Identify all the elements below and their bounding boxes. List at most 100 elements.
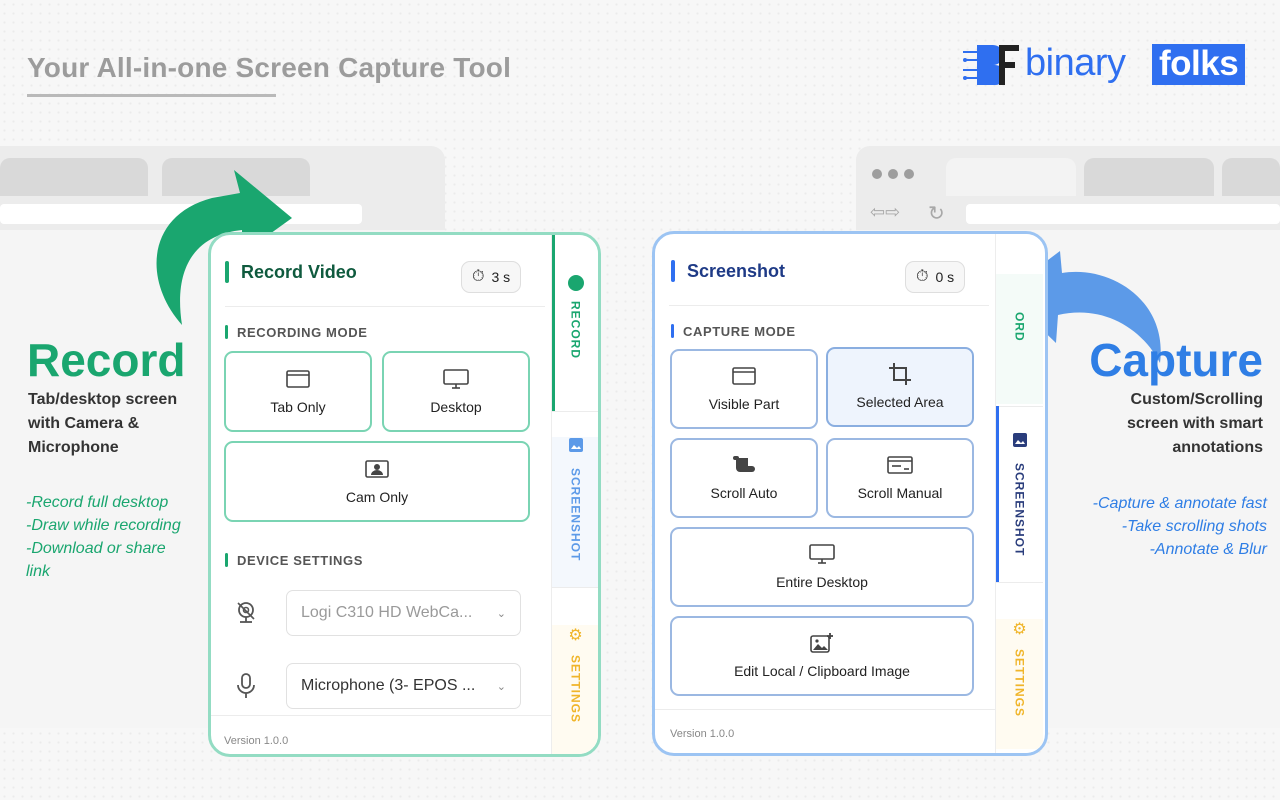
camera-select-value: Logi C310 HD WebCa... <box>301 604 473 621</box>
divider <box>996 406 1043 407</box>
capture-features-list: -Capture & annotate fast -Take scrolling… <box>1093 492 1267 561</box>
tab-label: ORD <box>1012 312 1027 342</box>
tab-screenshot[interactable]: SCREENSHOT <box>552 437 598 587</box>
tab-label: SETTINGS <box>568 655 583 724</box>
logo-text-folks: folks <box>1152 44 1246 85</box>
tab-screenshot[interactable]: SCREENSHOT <box>996 432 1043 582</box>
camera-select[interactable]: Logi C310 HD WebCa... ⌄ <box>286 590 521 636</box>
image-icon <box>568 437 584 458</box>
mode-label: Desktop <box>430 398 482 415</box>
tab-settings[interactable]: ⚙ SETTINGS <box>552 625 598 754</box>
tab-settings[interactable]: ⚙ SETTINGS <box>996 619 1043 749</box>
tab-record[interactable]: ORD <box>996 274 1043 404</box>
recording-mode-label: RECORDING MODE <box>237 325 368 340</box>
stopwatch-icon: ⏱ <box>916 268 929 285</box>
mode-label: Edit Local / Clipboard Image <box>734 663 910 679</box>
feature-item: link <box>26 563 51 580</box>
timer-button[interactable]: ⏱ 3 s <box>461 261 522 293</box>
version-label: Version 1.0.0 <box>670 728 735 740</box>
microphone-select-value: Microphone (3- EPOS ... <box>301 677 476 694</box>
browser-tab <box>1084 158 1214 196</box>
tab-record[interactable]: RECORD <box>552 275 598 405</box>
logo-text-binary: binary <box>1025 42 1126 84</box>
mode-label: Visible Part <box>708 396 780 412</box>
scroll-auto-button[interactable]: Scroll Auto <box>670 438 818 518</box>
section-accent <box>225 325 228 339</box>
panel-title: Record Video <box>241 262 357 282</box>
divider <box>211 715 551 716</box>
record-heading: Record <box>27 334 186 386</box>
cam-only-button[interactable]: Cam Only <box>224 441 530 522</box>
active-tab-indicator <box>996 406 999 582</box>
record-dot-icon <box>567 275 584 291</box>
timer-button[interactable]: ⏱ 0 s <box>905 261 966 293</box>
subtitle-line: annotations <box>1172 439 1263 456</box>
mode-label: Scroll Auto <box>710 485 778 501</box>
gear-icon: ⚙ <box>1012 621 1027 638</box>
entire-desktop-button[interactable]: Entire Desktop <box>670 527 974 607</box>
panel-tab-strip: RECORD SCREENSHOT ⚙ SETTINGS <box>551 235 598 754</box>
subtitle-line: Tab/desktop screen <box>28 391 178 408</box>
title-underline <box>27 94 276 97</box>
timer-value: 3 s <box>491 269 511 285</box>
selected-area-button[interactable]: Selected Area <box>826 347 974 427</box>
microphone-select[interactable]: Microphone (3- EPOS ... ⌄ <box>286 663 521 709</box>
timer-value: 0 s <box>935 269 955 285</box>
mode-label: Tab Only <box>270 398 326 415</box>
divider <box>669 305 989 306</box>
feature-item: -Take scrolling shots <box>1121 518 1267 535</box>
title-accent <box>225 261 229 283</box>
subtitle-line: Custom/Scrolling <box>1130 391 1263 408</box>
scroll-icon <box>731 455 757 475</box>
subtitle-line: with Camera & <box>28 415 140 432</box>
panel-title: Screenshot <box>687 261 786 281</box>
image-icon <box>1012 432 1028 453</box>
mode-label: Selected Area <box>856 394 944 410</box>
active-tab-indicator <box>552 235 555 411</box>
visible-part-button[interactable]: Visible Part <box>670 349 818 429</box>
mode-label: Entire Desktop <box>776 574 868 590</box>
device-settings-label: DEVICE SETTINGS <box>237 553 364 568</box>
chevron-down-icon: ⌄ <box>496 680 506 693</box>
divider <box>996 582 1043 583</box>
title-accent <box>671 260 675 282</box>
feature-item: -Annotate & Blur <box>1149 541 1267 558</box>
divider <box>225 306 545 307</box>
back-forward-icon: ⇦⇨ <box>870 202 901 222</box>
gear-icon: ⚙ <box>568 627 583 644</box>
tab-label: SCREENSHOT <box>568 468 583 562</box>
bf-logo-icon <box>963 45 1019 85</box>
image-add-icon <box>809 633 835 653</box>
browser-tab-icon <box>731 366 757 386</box>
window-dot-icon <box>904 169 914 179</box>
window-dot-icon <box>872 169 882 179</box>
tab-label: SCREENSHOT <box>1012 463 1027 557</box>
curved-arrow-green-icon <box>156 170 292 325</box>
microphone-icon <box>236 673 256 704</box>
page-title: Your All-in-one Screen Capture Tool <box>27 52 512 83</box>
mode-label: Cam Only <box>345 488 409 505</box>
version-label: Version 1.0.0 <box>224 735 289 747</box>
reload-icon: ↻ <box>928 203 945 225</box>
subtitle-line: Microphone <box>28 439 119 456</box>
browser-tab <box>0 158 148 196</box>
brand-logo: binary folks <box>963 42 1253 88</box>
screenshot-panel: Screenshot ⏱ 0 s CAPTURE MODE Visible Pa… <box>652 231 1048 756</box>
tab-only-button[interactable]: Tab Only <box>224 351 372 432</box>
feature-item: -Download or share <box>26 540 166 557</box>
edit-local-image-button[interactable]: Edit Local / Clipboard Image <box>670 616 974 696</box>
section-accent <box>671 324 674 338</box>
browser-tab <box>1222 158 1280 196</box>
desktop-button[interactable]: Desktop <box>382 351 530 432</box>
webcam-portrait-icon <box>364 459 390 479</box>
browser-tab <box>946 158 1076 196</box>
tab-label: RECORD <box>568 301 583 360</box>
scroll-manual-icon <box>887 455 913 475</box>
tab-label: SETTINGS <box>1012 649 1027 718</box>
capture-mode-label: CAPTURE MODE <box>683 324 796 339</box>
scroll-manual-button[interactable]: Scroll Manual <box>826 438 974 518</box>
divider <box>552 411 598 412</box>
webcam-icon <box>234 600 258 629</box>
address-bar <box>966 204 1280 224</box>
crop-icon <box>887 363 913 385</box>
